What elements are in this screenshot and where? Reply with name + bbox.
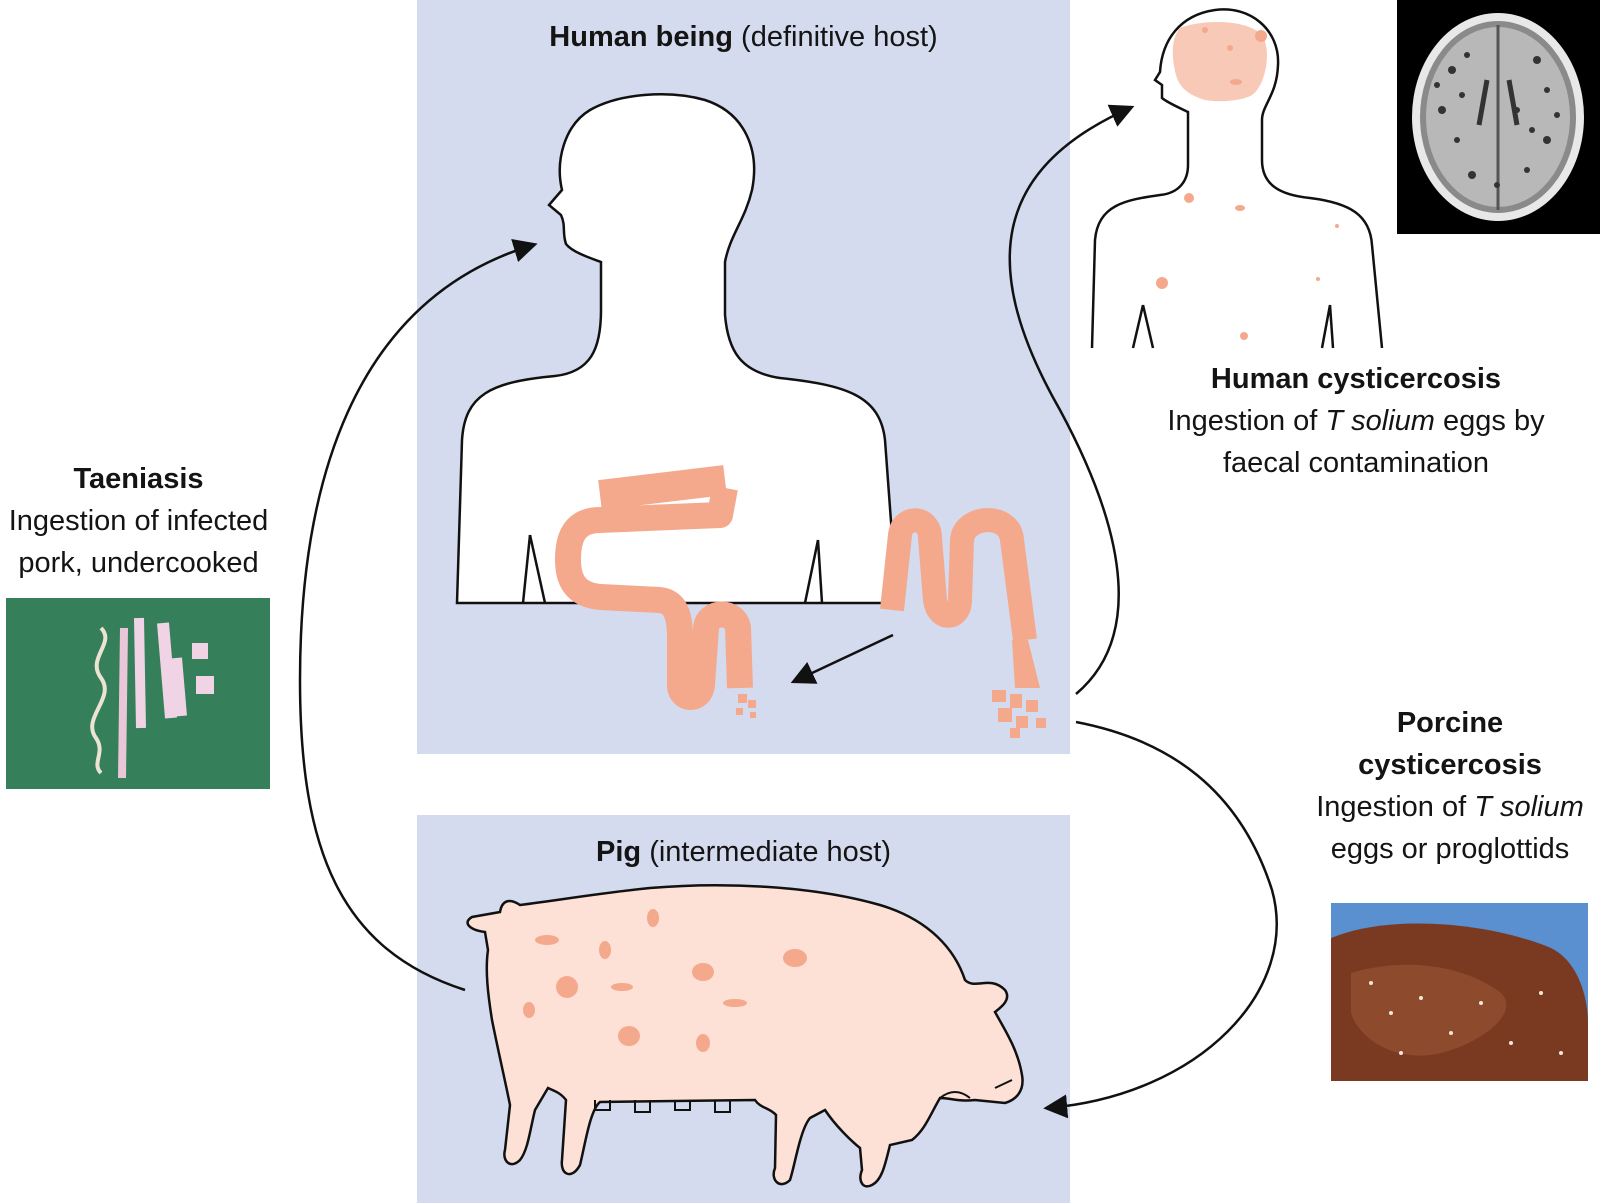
pig-silhouette-icon [466,884,1024,1188]
definitive-host-label: Human being (definitive host) [417,16,1070,58]
intermediate-host-title: Pig [596,836,642,868]
pig-cysts [523,909,807,1052]
brain-mri-image [1397,0,1600,234]
porcine-cysticercosis-title1: Porcine [1396,707,1504,739]
intermediate-host-subtitle: (intermediate host) [649,836,891,868]
tapeworm-icon [555,465,1046,738]
arrow-proglottids-release [790,633,894,684]
definitive-host-title: Human being [549,21,733,53]
taeniasis-line2: pork, undercooked [18,547,259,579]
cysticercosis-human-icon [1090,8,1384,349]
taeniasis-label: Taeniasis Ingestion of infected pork, un… [0,458,277,584]
intermediate-host-label: Pig (intermediate host) [417,831,1070,873]
human-cysticercosis-label: Human cysticercosis Ingestion of T soliu… [1136,358,1576,484]
porcine-cysticercosis-line2: eggs or proglottids [1330,833,1570,865]
taeniasis-line1: Ingestion of infected [8,505,269,537]
human-cysticercosis-title: Human cysticercosis [1210,363,1502,395]
arrow-pig-to-human [298,239,538,992]
taeniasis-title: Taeniasis [73,463,204,495]
definitive-host-subtitle: (definitive host) [741,21,938,53]
human-cysticercosis-line1: Ingestion of T solium eggs by [1167,405,1545,437]
infected-pork-photo [1331,903,1588,1081]
human-cysticercosis-line2: faecal contamination [1223,447,1489,479]
porcine-cysticercosis-line1: Ingestion of T solium [1316,791,1584,823]
arrow-eggs-to-pig [1043,720,1278,1119]
human-silhouette-icon [455,93,899,605]
tapeworm-photo [6,598,270,789]
arrow-eggs-to-human-cysticercosis [1008,104,1135,695]
porcine-cysticercosis-title2: cysticercosis [1358,749,1542,781]
porcine-cysticercosis-label: Porcine cysticercosis Ingestion of T sol… [1300,702,1600,870]
